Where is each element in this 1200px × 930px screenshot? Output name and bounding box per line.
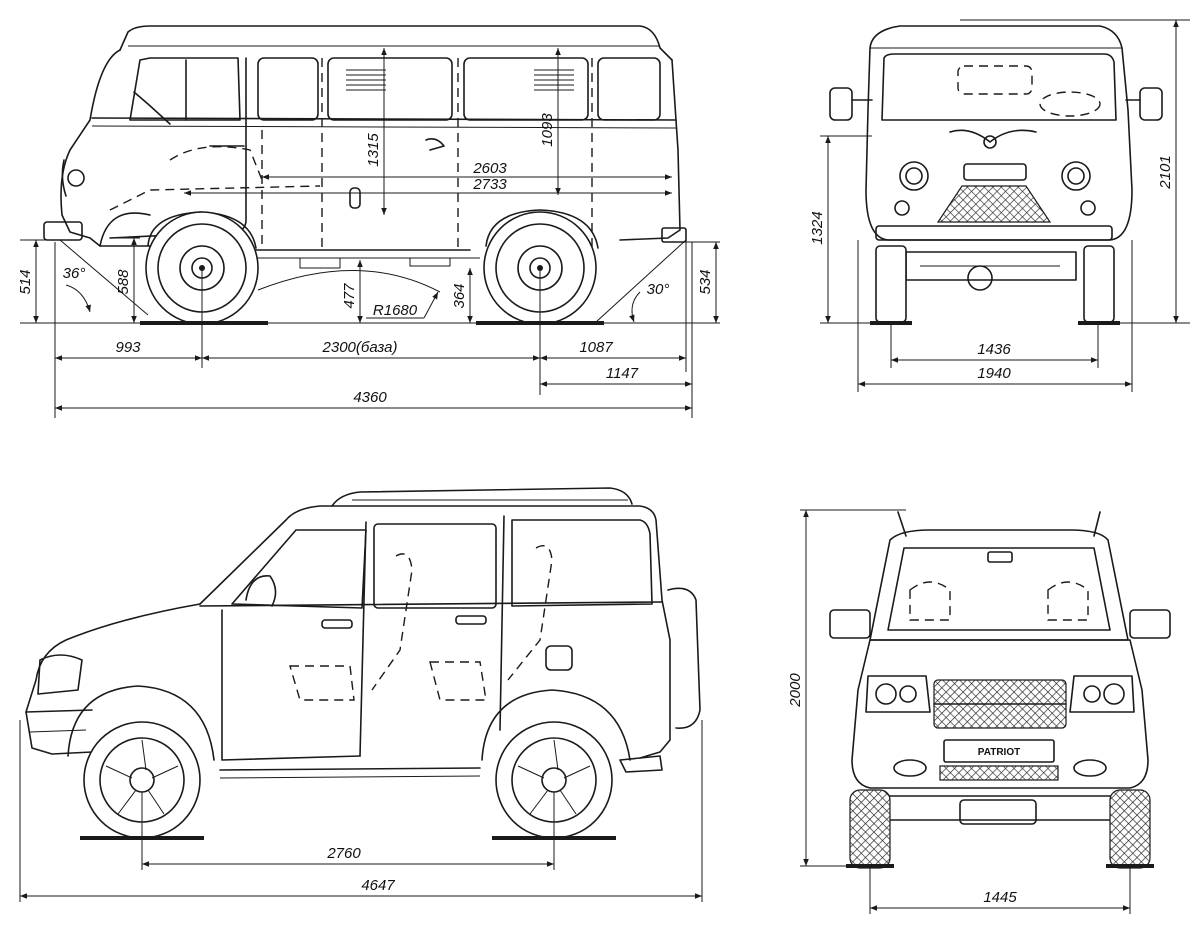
suv-front-view: PATRIOT 2000 1445: [787, 509, 1171, 914]
vent-grille-left: [346, 69, 386, 91]
dim-van-height: 2101: [1157, 155, 1174, 189]
suv-side-dimensions: [19, 720, 703, 902]
dim-total-length: 4360: [353, 389, 387, 406]
patriot-badge: PATRIOT: [978, 747, 1020, 758]
dim-front-step-height: 588: [115, 269, 132, 295]
dim-interior-length-b: 2733: [472, 176, 507, 193]
dim-rear-bumper-height: 534: [697, 269, 714, 294]
dim-front-overhang: 993: [115, 339, 141, 356]
dim-van-width: 1940: [977, 365, 1011, 382]
dim-van-body-height: 1324: [809, 211, 826, 244]
van-side-dimensions: [20, 48, 720, 418]
dim-ramp-radius: R1680: [373, 302, 418, 319]
dim-van-track: 1436: [977, 341, 1011, 358]
dim-rear-overhang-a: 1087: [579, 339, 613, 356]
suv-body: [25, 487, 701, 779]
dim-clearance-rear: 364: [451, 283, 468, 308]
van-front-view: 2101 1324 1436 1940: [809, 19, 1190, 392]
van-front-body: [829, 25, 1163, 323]
dim-suv-wheelbase: 2760: [326, 845, 361, 862]
van-side-view: 993 2300(база) 1087 1147 4360 2603 2733 …: [17, 25, 720, 418]
dim-interior-length-a: 2603: [472, 160, 507, 177]
suv-front-dimensions: [800, 509, 1131, 914]
dim-rear-overhang-b: 1147: [606, 365, 639, 382]
van-front-dimensions: [820, 19, 1190, 392]
suv-front-body: PATRIOT: [829, 511, 1171, 869]
dim-front-bumper-height: 514: [17, 269, 34, 294]
dim-suv-height: 2000: [787, 673, 804, 708]
dim-approach-angle: 36°: [63, 265, 86, 282]
dim-interior-height-a: 1315: [365, 133, 382, 167]
vent-grille-right: [534, 69, 574, 91]
dim-interior-height-b: 1093: [539, 113, 556, 147]
dim-clearance-front: 477: [341, 283, 358, 309]
suv-side-view: 2760 4647: [19, 487, 703, 902]
dim-wheelbase: 2300(база): [322, 339, 398, 356]
dim-suv-track: 1445: [983, 889, 1017, 906]
dim-suv-length: 4647: [361, 877, 395, 894]
dim-departure-angle: 30°: [647, 281, 670, 298]
